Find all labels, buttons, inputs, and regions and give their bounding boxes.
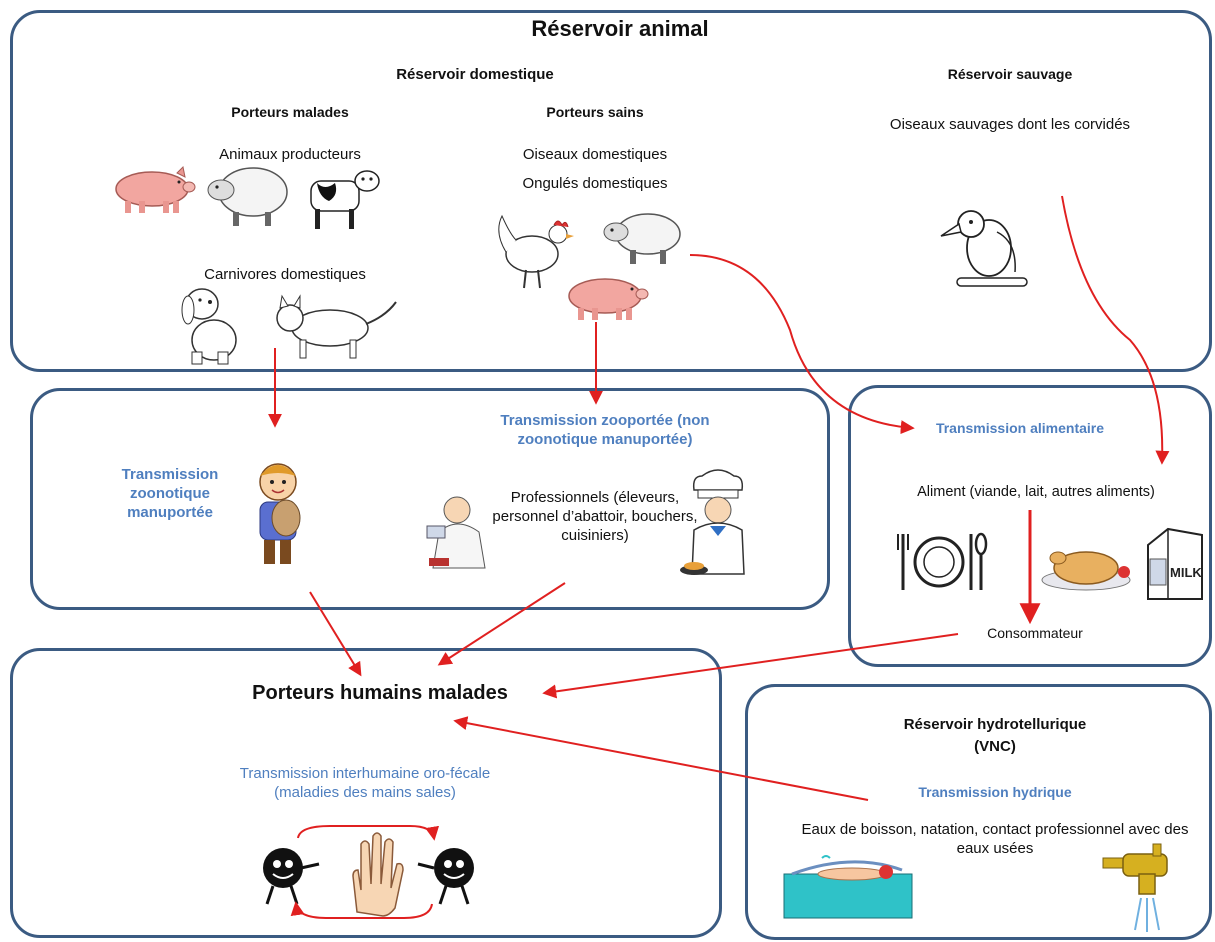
zoonotic-manual-transmission-label: Transmission zoonotique manuportée [121, 466, 219, 521]
butcher-icon [426, 496, 486, 569]
cutlery-plate-icon [897, 532, 988, 590]
milk-carton-icon: MILK [1147, 527, 1203, 600]
pig-icon [568, 278, 649, 320]
animal-reservoir-box [10, 10, 1212, 372]
producer-animals-label: Animaux producteurs [219, 146, 361, 163]
hydric-transmission-label: Transmission hydrique [918, 784, 1072, 800]
pig-icon [115, 165, 196, 213]
human-carriers-title: Porteurs humains malades [252, 682, 508, 704]
consumer-label: Consommateur [987, 625, 1083, 641]
hydrotelluric-reservoir-title: Réservoir hydrotellurique [903, 716, 1087, 733]
wild-birds-label: Oiseaux sauvages dont les corvidés [889, 116, 1131, 133]
professionals-label: Professionnels (éleveurs, personnel d’ab… [492, 489, 698, 544]
food-transmission-box [848, 385, 1212, 667]
wild-reservoir-title: Réservoir sauvage [947, 66, 1073, 82]
chef-icon [680, 469, 745, 575]
hydrotelluric-reservoir-box [745, 684, 1212, 940]
swimmer-icon [783, 855, 913, 919]
zooported-transmission-label: Transmission zooportée (non zoonotique m… [500, 412, 710, 448]
animal-reservoir-title: Réservoir animal [531, 16, 709, 41]
domestic-ungulates-label: Ongulés domestiques [522, 175, 668, 192]
sheep-icon [603, 213, 681, 264]
food-transmission-label: Transmission alimentaire [935, 420, 1105, 436]
domestic-reservoir-title: Réservoir domestique [396, 66, 554, 83]
foods-label: Aliment (viande, lait, autres aliments) [917, 484, 1155, 500]
crow-icon [940, 210, 1028, 287]
dog-icon [181, 288, 237, 365]
child-with-cat-icon [259, 463, 301, 564]
rooster-icon [498, 214, 574, 289]
germ-character-icon [263, 848, 320, 905]
hydrotelluric-reservoir-subtitle: (VNC) [974, 738, 1016, 755]
cow-icon [310, 170, 380, 229]
zoonotic-transmission-box [30, 388, 830, 610]
healthy-carriers-label: Porteurs sains [546, 104, 644, 120]
interhuman-transmission-label: Transmission interhumaine oro-fécale (ma… [239, 765, 491, 801]
milk-label: MILK [1170, 565, 1202, 580]
domestic-carnivores-label: Carnivores domestiques [204, 266, 366, 283]
germ-character-icon [417, 848, 474, 905]
cat-icon [276, 294, 397, 359]
sheep-icon [207, 167, 288, 226]
dirty-hand-icon [352, 832, 404, 917]
roast-chicken-icon [1041, 551, 1131, 591]
sick-carriers-label: Porteurs malades [231, 104, 349, 120]
tap-icon [1102, 843, 1168, 932]
domestic-birds-label: Oiseaux domestiques [522, 146, 668, 163]
water-sources-label: Eaux de boisson, natation, contact profe… [801, 821, 1189, 857]
